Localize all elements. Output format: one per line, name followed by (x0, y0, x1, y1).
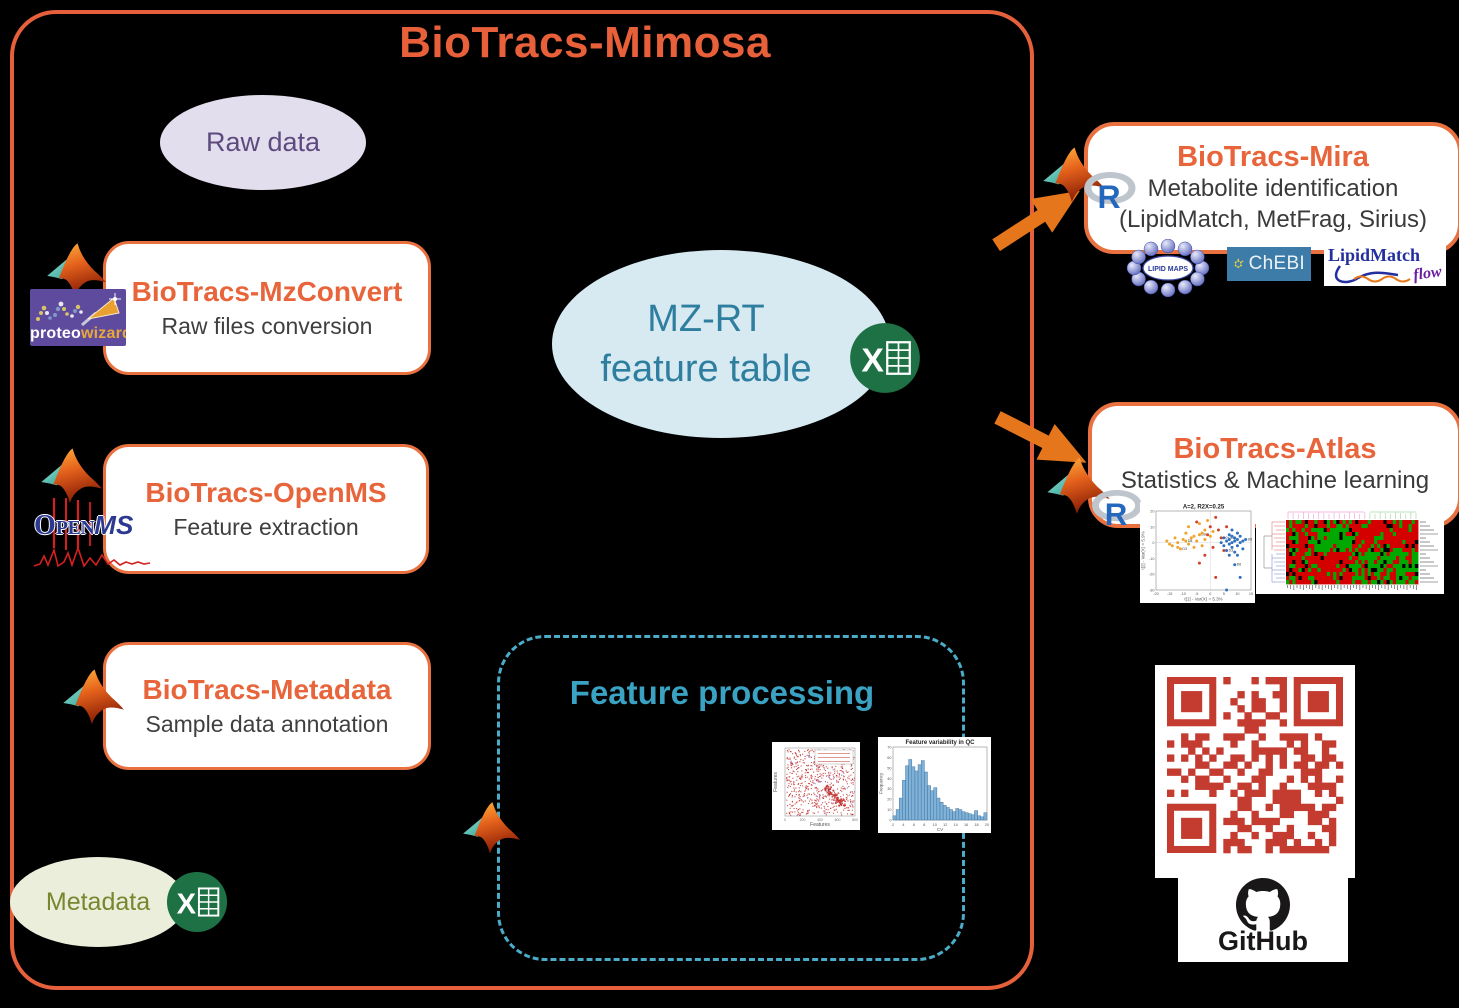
openms-subtitle: Feature extraction (173, 514, 359, 540)
qr-code-panel (1155, 665, 1355, 878)
proteowizard-label-wizard: wizard (80, 325, 126, 342)
github-icon (1236, 878, 1290, 932)
mira-tools: (LipidMatch, MetFrag, Sirius) (1118, 205, 1428, 233)
proteowizard-art (36, 293, 121, 327)
openms-title: BioTracs-OpenMS (145, 477, 387, 508)
mira-subtitle: Metabolite identification (1147, 174, 1399, 202)
chebi-label: ChEBI (1248, 253, 1305, 274)
lipidmaps-label: LIPID MAPS (1148, 266, 1188, 273)
mira-node: BioTracs-Mira Metabolite identification … (1084, 122, 1459, 254)
openms-logo: OPENMS (32, 498, 152, 572)
lipidmatch-flow-logo: LipidMatch flow (1324, 244, 1446, 286)
atlas-subtitle: Statistics & Machine learning (1120, 467, 1430, 495)
metadata-module-subtitle: Sample data annotation (145, 711, 389, 737)
metadata-label: Metadata (45, 887, 151, 916)
qr-code (1155, 665, 1355, 878)
lipidmatch-flow-label: flow (1412, 263, 1443, 284)
mzconvert-subtitle: Raw files conversion (161, 313, 373, 339)
feature-table-node: MZ-RT feature table (552, 250, 890, 438)
r-logo-icon: R (1082, 170, 1138, 212)
proteowizard-label-proteo: proteo (30, 325, 81, 342)
mira-title: BioTracs-Mira (1177, 140, 1369, 173)
excel-icon: X (849, 322, 921, 394)
qc-variability-histogram (878, 737, 991, 833)
svg-text:R: R (1105, 497, 1128, 529)
r-logo-icon: R (1090, 488, 1144, 529)
atlas-title: BioTracs-Atlas (1173, 433, 1377, 466)
openms-wordmark: OPENMS (34, 510, 134, 541)
metadata-node: Metadata (10, 857, 186, 947)
github-label: GitHub (1218, 926, 1308, 956)
lipidmaps-logo: LIPID MAPS (1126, 239, 1210, 297)
metadata-module-node: BioTracs-Metadata Sample data annotation (103, 642, 431, 770)
raw-data-node: Raw data (160, 95, 366, 190)
proteowizard-label: proteowizard (30, 325, 126, 343)
chebi-logo: ChEBI (1227, 247, 1311, 281)
openms-node: BioTracs-OpenMS Feature extraction (103, 444, 429, 574)
arrow-to-mira-icon (992, 190, 1080, 252)
mzconvert-node: BioTracs-MzConvert Raw files conversion (103, 241, 431, 375)
feature-table-line1: MZ-RT (647, 297, 765, 340)
mimosa-container-box (10, 10, 1034, 990)
svg-text:R: R (1098, 179, 1121, 212)
lipidmatch-label: LipidMatch (1328, 245, 1420, 265)
chebi-molecule-icon (1234, 258, 1244, 269)
excel-icon: X (166, 871, 228, 933)
feature-table-line2: feature table (600, 348, 812, 390)
arrow-to-atlas-icon (994, 411, 1087, 463)
proteowizard-logo: proteowizard (30, 289, 126, 346)
github-card: GitHub (1178, 878, 1348, 962)
clustered-heatmap (1256, 504, 1444, 594)
pca-scores-plot (1140, 502, 1255, 603)
svg-text:X: X (861, 342, 884, 380)
svg-text:X: X (177, 889, 197, 921)
mzconvert-title: BioTracs-MzConvert (131, 276, 403, 307)
metadata-module-title: BioTracs-Metadata (142, 674, 392, 705)
feature-scatter-plot (772, 742, 860, 830)
diagram-title: BioTracs-Mimosa (399, 18, 771, 67)
feature-processing-title: Feature processing (569, 674, 875, 711)
openms-spectrum-art (33, 498, 151, 568)
raw-data-label: Raw data (205, 127, 321, 157)
